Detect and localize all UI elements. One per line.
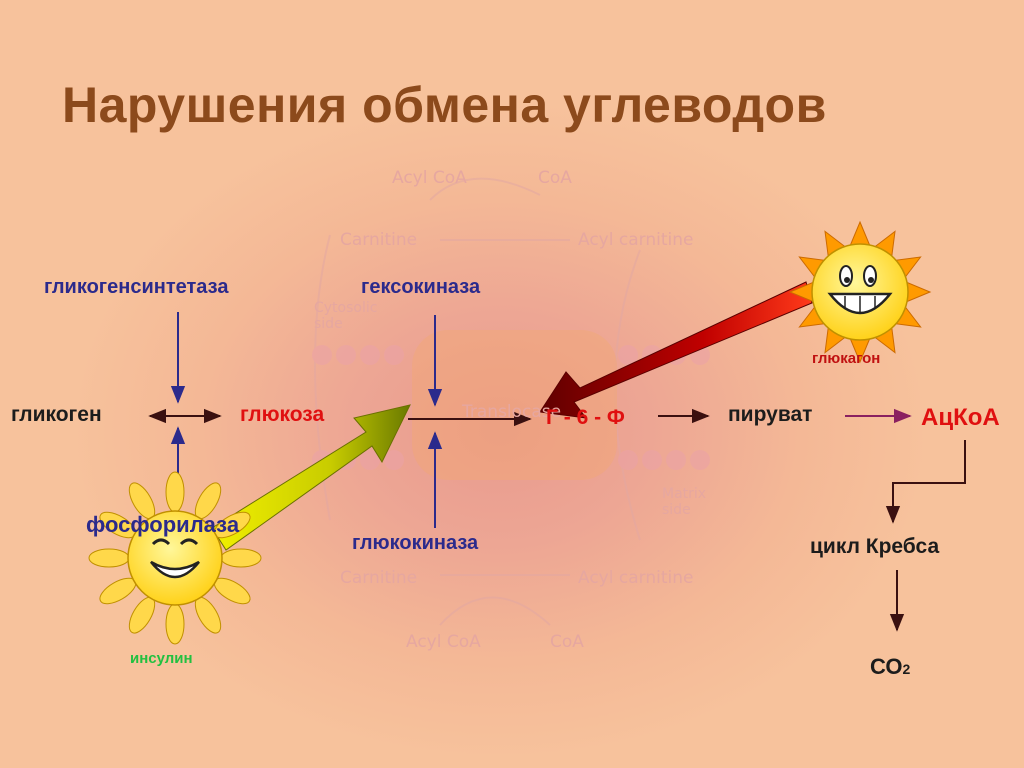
page-title: Нарушения обмена углеводов	[62, 77, 827, 133]
watermark-matrix-side: Matrix side	[662, 486, 706, 518]
watermark-acyl-carnitine-bottom: Acyl carnitine	[578, 568, 694, 588]
acetylcoa-krebs-arrow	[885, 440, 966, 524]
insulin-arrow	[211, 404, 411, 551]
watermark-matrix: Matrix	[662, 486, 707, 502]
glucagon-sun-icon	[788, 220, 932, 364]
glucose-label: глюкоза	[240, 403, 325, 426]
pyruvate-label: пируват	[728, 403, 813, 426]
glycogen-label: гликоген	[11, 403, 102, 426]
co2-label: СО2	[870, 654, 910, 680]
phosphorylase-label: фосфорилаза	[86, 512, 240, 537]
watermark-matrix-side-word: side	[662, 502, 691, 518]
glucokinase-label: глюкокиназа	[352, 532, 479, 554]
acetyl-coa-label: АцКоА	[921, 404, 1000, 431]
glucagon-label: глюкагон	[812, 350, 881, 367]
g6p-label: Г - 6 - Ф	[546, 406, 625, 429]
watermark-translocase: Translocase	[462, 402, 562, 422]
watermark-acyl-carnitine-top: Acyl carnitine	[578, 230, 694, 250]
watermark-cytosolic: Cytosolic	[314, 300, 378, 316]
pathway-arrows	[148, 312, 966, 632]
glucagon-arrow	[539, 281, 813, 419]
watermark-coa-bottom: CoA	[550, 632, 584, 652]
watermark-cytosolic-side: Cytosolic side	[314, 300, 377, 332]
co2-text: СО	[870, 654, 903, 679]
watermark-carnitine-bottom: Carnitine	[340, 568, 418, 588]
watermark-acyl-coa-bottom: Acyl CoA	[406, 632, 481, 652]
hexokinase-label: гексокиназа	[361, 276, 481, 298]
insulin-sun-icon	[88, 471, 262, 645]
glycogen-synthase-label: гликогенсинтетаза	[44, 276, 229, 298]
insulin-label: инсулин	[130, 650, 193, 667]
watermark-side: side	[314, 316, 343, 332]
watermark-carnitine-top: Carnitine	[340, 230, 418, 250]
krebs-cycle-label: цикл Кребса	[810, 535, 940, 558]
watermark-acyl-coa-top: Acyl CoA	[392, 168, 467, 188]
watermark-coa-top: CoA	[538, 168, 572, 188]
co2-subscript: 2	[902, 661, 911, 677]
